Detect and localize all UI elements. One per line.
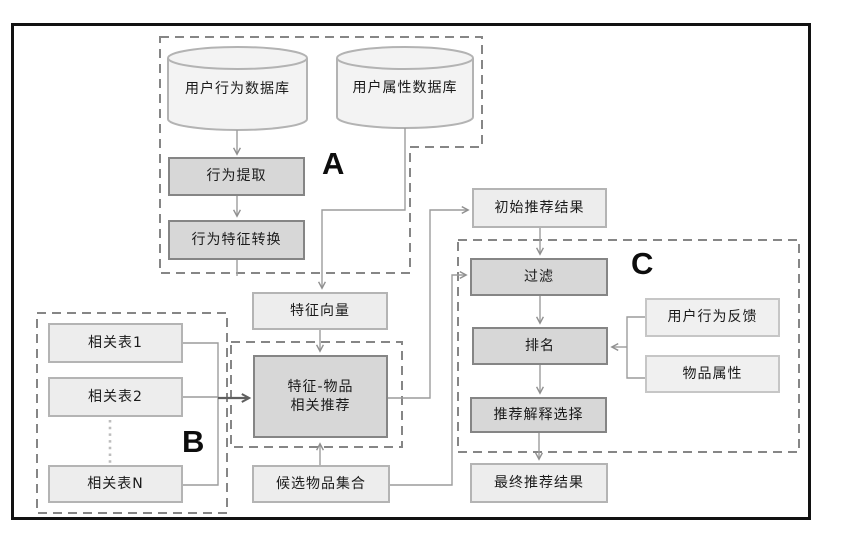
region-label-b: B [182,424,205,459]
node-db-behavior-label: 用户行为数据库 [185,80,290,97]
node-rel-table-n: 相关表N [48,465,183,503]
node-feature-item-rec: 特征-物品 相关推荐 [253,355,388,438]
region-b-outline [36,312,228,514]
node-rel-table-1: 相关表1 [48,323,183,363]
node-initial-results: 初始推荐结果 [472,188,607,228]
frame-border [11,23,811,520]
region-label-a: A [322,146,345,181]
node-behavior-extract: 行为提取 [168,157,305,196]
connectors [183,128,645,486]
region-label-c: C [631,246,654,281]
node-feature-item-rec-line2: 相关推荐 [290,397,351,414]
database-cylinder-behavior [167,46,308,131]
node-candidate-items: 候选物品集合 [252,465,390,503]
region-c-outline [457,239,800,453]
node-behavior-transform: 行为特征转换 [168,220,305,260]
node-ranking: 排名 [472,327,608,365]
node-explanation-select: 推荐解释选择 [470,397,607,433]
region-a-outline [159,36,483,274]
node-feature-item-rec-line1: 特征-物品 [287,379,354,396]
node-final-results: 最终推荐结果 [470,463,608,503]
node-filter: 过滤 [470,258,608,296]
node-rel-table-2: 相关表2 [48,377,183,417]
node-item-attributes: 物品属性 [645,355,780,393]
node-feature-vector: 特征向量 [252,292,388,330]
node-db-attribute-label: 用户属性数据库 [352,79,458,96]
node-user-feedback: 用户行为反馈 [645,298,780,337]
